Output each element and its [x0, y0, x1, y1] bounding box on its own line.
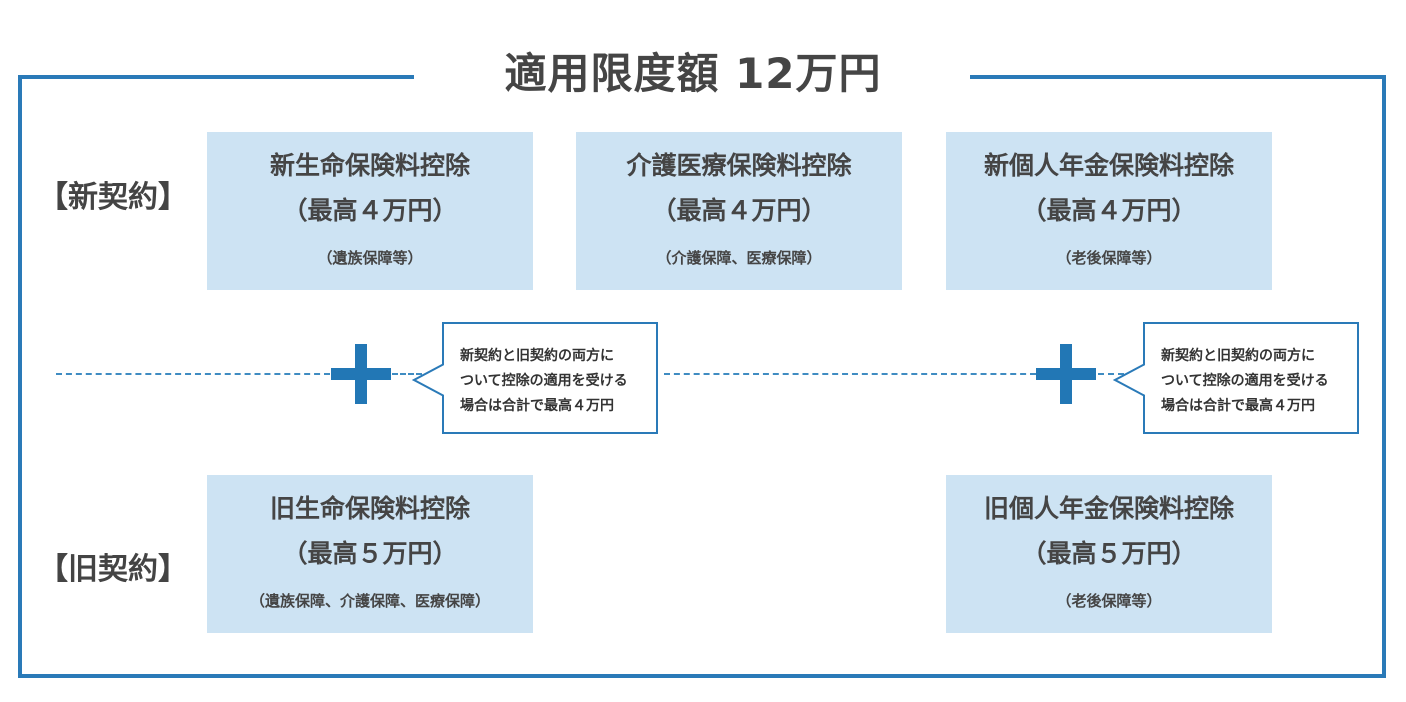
care-medical-insurance-box: 介護医療保険料控除 （最高４万円） （介護保障、医療保障）: [576, 132, 902, 290]
box-coverage-note: （介護保障、医療保障）: [656, 249, 822, 267]
callout-line: 新契約と旧契約の両方に: [460, 348, 614, 364]
combined-limit-callout-right: 新契約と旧契約の両方に ついて控除の適用を受ける 場合は合計で最高４万円: [1113, 322, 1359, 434]
box-max-amount: （最高４万円）: [651, 196, 827, 225]
old-contract-label: 【旧契約】: [38, 552, 188, 587]
box-coverage-note: （老後保障等）: [1056, 249, 1162, 267]
frame-top-left: [18, 75, 414, 79]
callout-line: 場合は合計で最高４万円: [1161, 398, 1315, 414]
dashed-line-right-b: [1098, 373, 1124, 375]
callout-pointer: [1113, 364, 1145, 396]
callout-line: ついて控除の適用を受ける: [1161, 373, 1329, 389]
plus-icon: [1036, 344, 1096, 404]
dashed-line-middle: [664, 373, 1036, 375]
callout-line: 場合は合計で最高４万円: [460, 398, 614, 414]
frame-right: [1382, 75, 1386, 678]
box-title: 旧個人年金保険料控除: [983, 494, 1234, 523]
callout-line: ついて控除の適用を受ける: [460, 373, 628, 389]
callout-line: 新契約と旧契約の両方に: [1161, 348, 1315, 364]
new-pension-insurance-box: 新個人年金保険料控除 （最高４万円） （老後保障等）: [946, 132, 1272, 290]
box-coverage-note: （遺族保障、介護保障、医療保障）: [249, 592, 490, 610]
old-life-insurance-box: 旧生命保険料控除 （最高５万円） （遺族保障、介護保障、医療保障）: [207, 475, 533, 633]
dashed-line-left-b: [392, 373, 422, 375]
box-max-amount: （最高５万円）: [1021, 539, 1197, 568]
box-title: 介護医療保険料控除: [626, 151, 852, 180]
plus-icon: [331, 344, 391, 404]
frame-bottom: [18, 674, 1386, 678]
new-life-insurance-box: 新生命保険料控除 （最高４万円） （遺族保障等）: [207, 132, 533, 290]
box-max-amount: （最高５万円）: [282, 539, 458, 568]
box-title: 新個人年金保険料控除: [983, 151, 1234, 180]
old-pension-insurance-box: 旧個人年金保険料控除 （最高５万円） （老後保障等）: [946, 475, 1272, 633]
box-coverage-note: （遺族保障等）: [317, 249, 423, 267]
box-title: 新生命保険料控除: [269, 151, 470, 180]
box-max-amount: （最高４万円）: [1021, 196, 1197, 225]
dashed-line-left: [56, 373, 330, 375]
new-contract-label: 【新契約】: [38, 180, 188, 215]
frame-left: [18, 75, 22, 678]
combined-limit-callout-left: 新契約と旧契約の両方に ついて控除の適用を受ける 場合は合計で最高４万円: [412, 322, 658, 434]
frame-top-right: [970, 75, 1386, 79]
box-title: 旧生命保険料控除: [269, 494, 470, 523]
limit-title: 適用限度額 12万円: [504, 49, 882, 98]
box-coverage-note: （老後保障等）: [1056, 592, 1162, 610]
callout-pointer: [412, 364, 444, 396]
box-max-amount: （最高４万円）: [282, 196, 458, 225]
